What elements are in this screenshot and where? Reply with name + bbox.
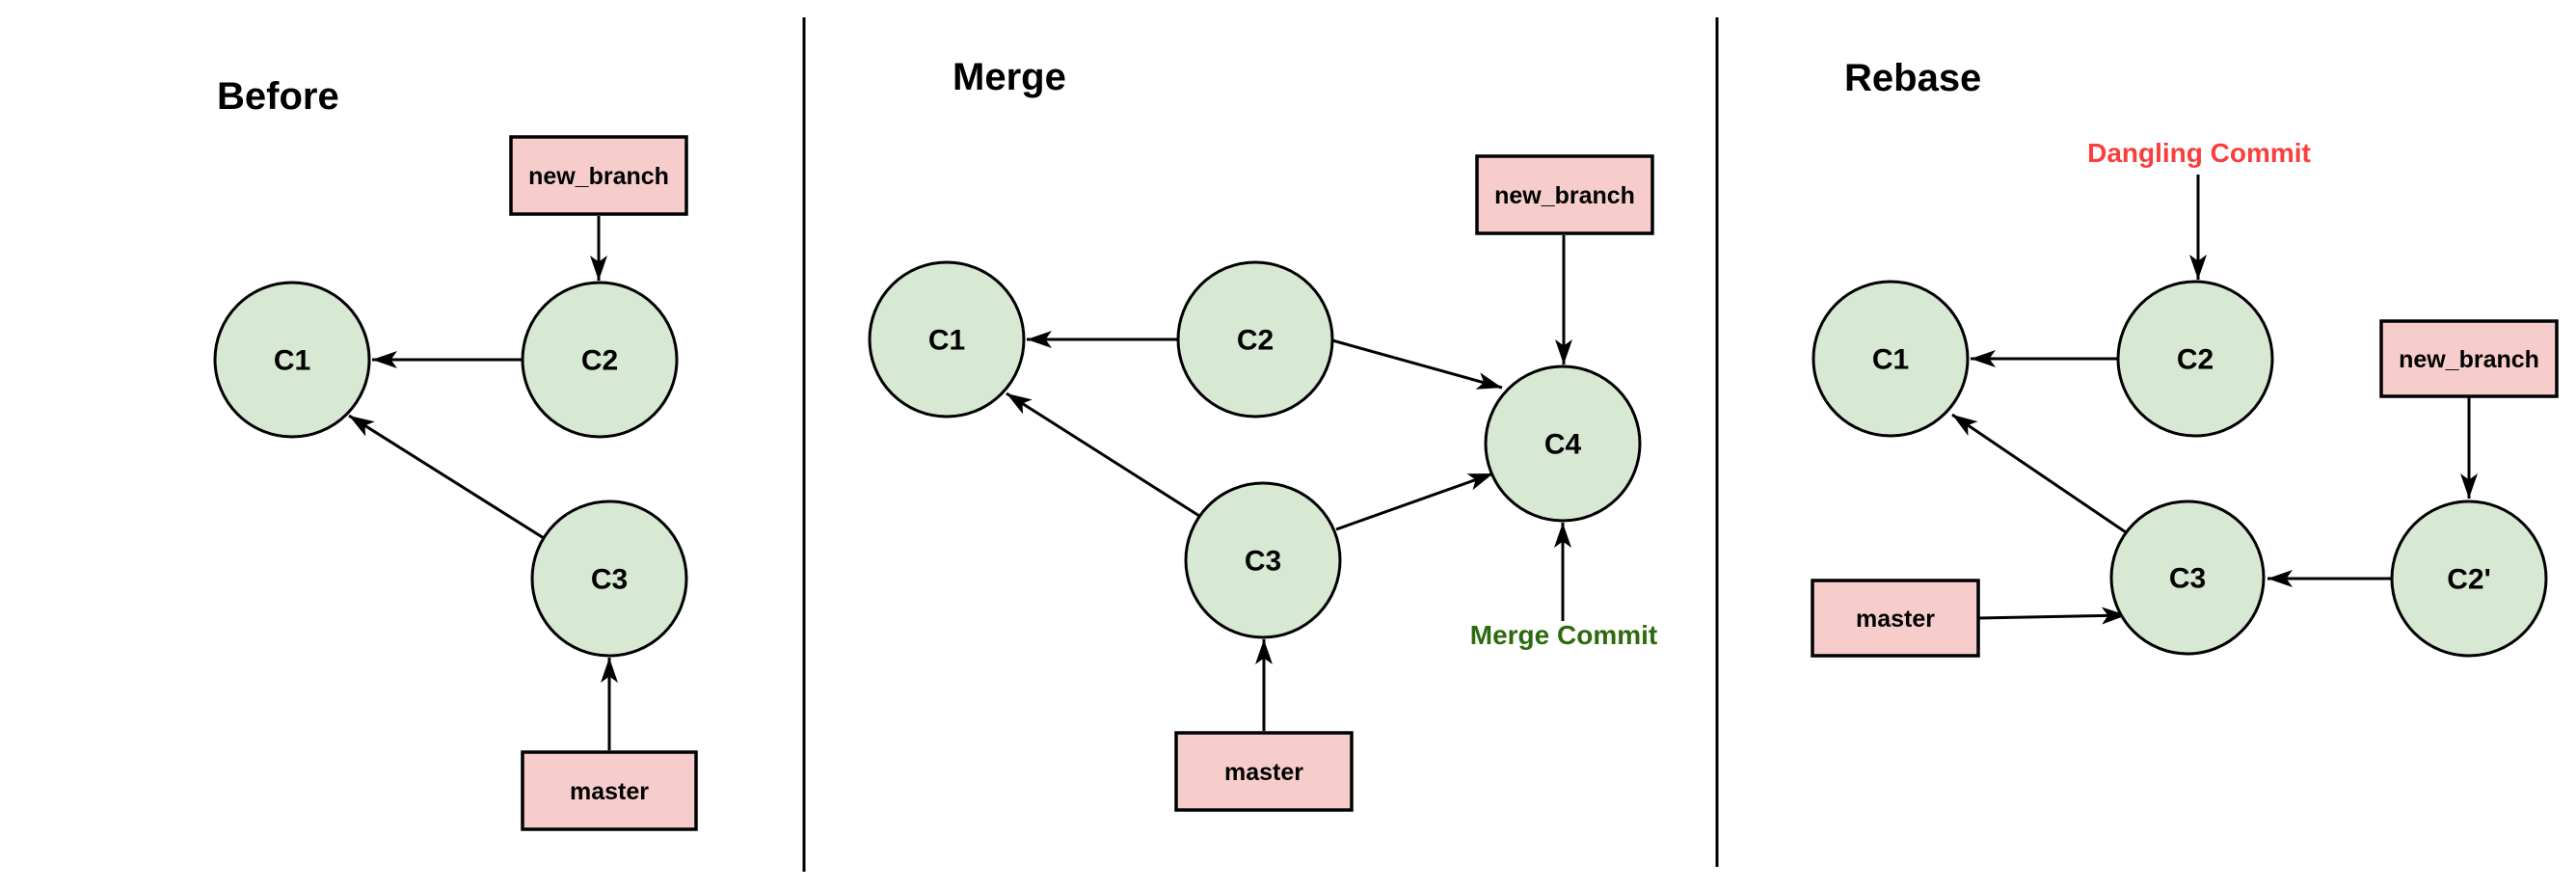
- commit-circle-C3: [1184, 481, 1342, 639]
- commit-node-rebase-C2: C2: [2116, 280, 2274, 438]
- commit-node-rebase-C2p: C2': [2390, 500, 2548, 658]
- commit-circle-C3: [530, 500, 688, 658]
- branch-box-merge-new_branch: new_branch: [1475, 154, 1654, 235]
- commit-label-C4: C4: [1544, 429, 1582, 461]
- commit-label-C2: C2: [1237, 325, 1274, 357]
- commit-circle-C2: [1176, 260, 1334, 418]
- commit-node-rebase-C1: C1: [1811, 280, 1970, 438]
- commit-label-C3: C3: [591, 564, 628, 596]
- branch-rect-master: [1811, 579, 1980, 658]
- commit-label-C3: C3: [1245, 546, 1281, 578]
- edge-merge-C3-to-C1: [1006, 392, 1200, 518]
- branch-box-rebase-master: master: [1811, 579, 1980, 658]
- commit-label-C1: C1: [1872, 344, 1909, 376]
- commit-circle-C1: [213, 281, 371, 439]
- edge-merge-C2-to-C4: [1331, 338, 1503, 390]
- commit-circle-C1: [1811, 280, 1970, 438]
- commit-circle-C3: [2109, 500, 2266, 656]
- panel-title-rebase: Rebase: [1844, 57, 1982, 99]
- commit-node-before-C1: C1: [213, 281, 371, 439]
- commit-label-C2: C2: [581, 345, 618, 377]
- commit-label-C2p: C2': [2447, 564, 2490, 596]
- branch-rect-new_branch: [509, 135, 688, 216]
- branch-label-master: master: [570, 778, 649, 805]
- commit-circle-C4: [1484, 364, 1642, 523]
- commit-label-C3: C3: [2169, 563, 2206, 595]
- commit-node-merge-C1: C1: [868, 260, 1026, 418]
- branch-label-new_branch: new_branch: [528, 163, 669, 190]
- commit-node-rebase-C3: C3: [2109, 500, 2266, 656]
- panel-title-before: Before: [217, 75, 339, 118]
- branch-label-new_branch: new_branch: [1494, 182, 1635, 209]
- commit-circle-C2: [521, 281, 679, 439]
- branch-box-before-new_branch: new_branch: [509, 135, 688, 216]
- dangling-commit-label: Dangling Commit: [2087, 138, 2311, 168]
- commit-circle-C2p: [2390, 500, 2548, 658]
- branch-label-new_branch: new_branch: [2399, 346, 2539, 373]
- edge-rebase-master-to-C3: [1977, 607, 2128, 625]
- edge-merge-C3-to-C4: [1335, 472, 1494, 531]
- edge-before-C3-to-C1: [348, 414, 545, 540]
- branch-label-master: master: [1856, 606, 1935, 633]
- panel-title-merge: Merge: [953, 56, 1066, 98]
- commit-node-merge-C3: C3: [1184, 481, 1342, 639]
- branch-rect-master: [521, 750, 698, 831]
- commit-node-before-C3: C3: [530, 500, 688, 658]
- commit-node-before-C2: C2: [521, 281, 679, 439]
- commit-circle-C1: [868, 260, 1026, 418]
- branch-box-rebase-new_branch: new_branch: [2379, 319, 2559, 398]
- edge-rebase-C3-to-C1: [1951, 413, 2127, 534]
- commit-circle-C2: [2116, 280, 2274, 438]
- merge-commit-label: Merge Commit: [1469, 620, 1658, 650]
- branch-rect-new_branch: [1475, 154, 1654, 235]
- commit-node-merge-C2: C2: [1176, 260, 1334, 418]
- branch-label-master: master: [1224, 759, 1303, 786]
- branch-box-before-master: master: [521, 750, 698, 831]
- commit-label-C2: C2: [2177, 344, 2214, 376]
- commit-label-C1: C1: [274, 345, 310, 377]
- commit-label-C1: C1: [928, 325, 965, 357]
- branch-rect-new_branch: [2379, 319, 2559, 398]
- branch-box-merge-master: master: [1174, 731, 1354, 812]
- branch-rect-master: [1174, 731, 1354, 812]
- commit-node-merge-C4: C4: [1484, 364, 1642, 523]
